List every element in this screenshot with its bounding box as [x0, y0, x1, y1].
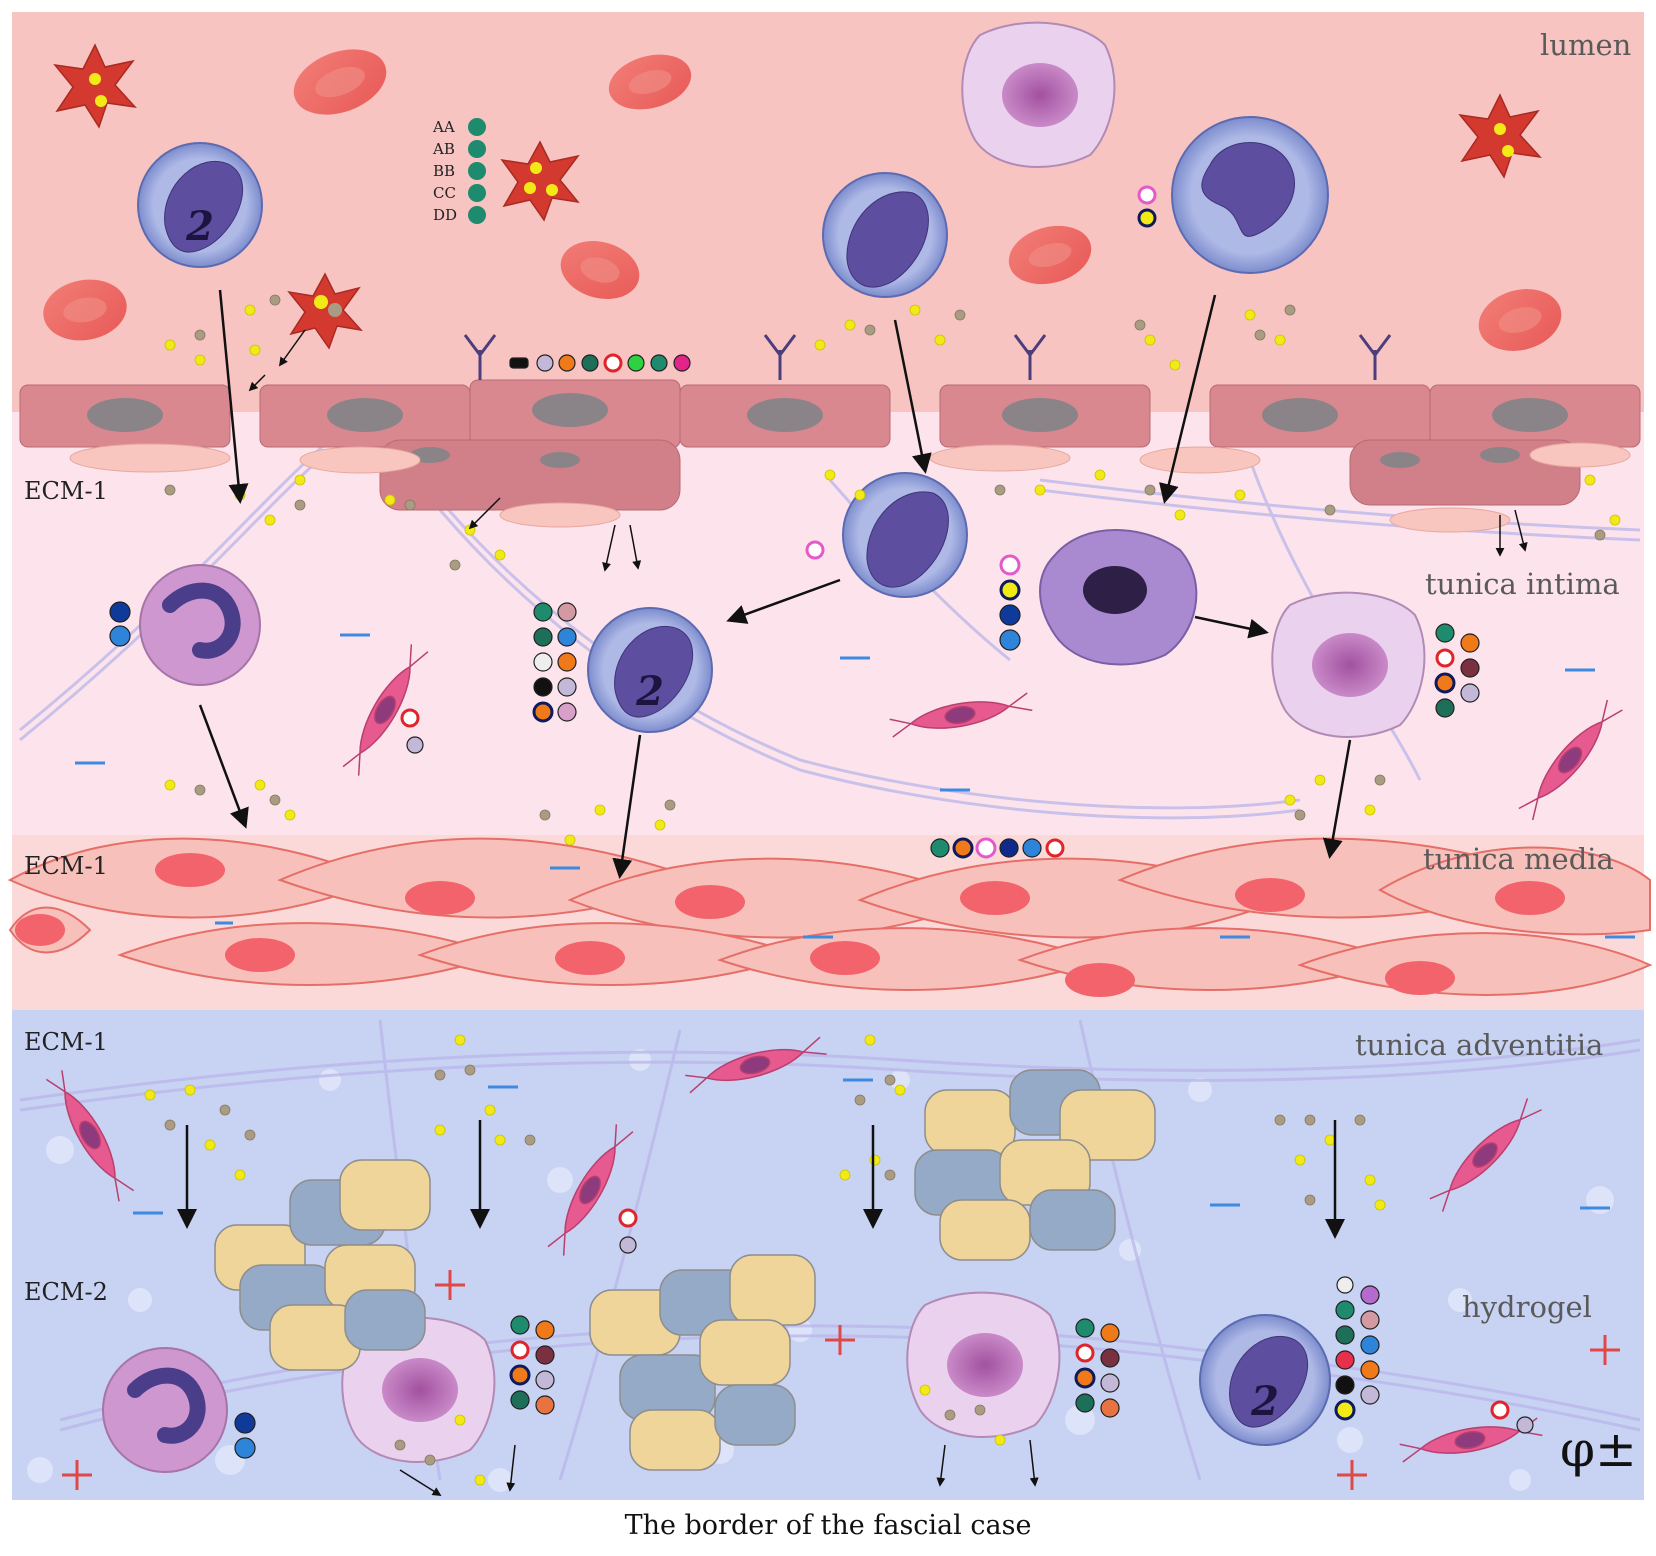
endothelial-cell — [1429, 384, 1641, 448]
fibroblast — [45, 1070, 135, 1202]
cluster-left — [214, 1159, 431, 1371]
platelets — [53, 43, 1542, 350]
macrophage — [961, 21, 1116, 168]
molecule-markers — [109, 185, 1534, 1459]
rbc — [1478, 289, 1562, 351]
rbc — [43, 279, 127, 341]
smooth-muscle-nuclei — [15, 853, 1565, 997]
hydrogel-bubbles — [27, 1049, 1614, 1492]
macrophages — [341, 21, 1426, 1463]
lymphocyte — [1171, 116, 1329, 274]
figure-caption: The border of the fascial case — [624, 1510, 1032, 1541]
lymphocytes — [137, 116, 1331, 1446]
marker-row-media — [930, 837, 1065, 859]
ecm-label-1a: ECM-1 — [24, 477, 108, 505]
lymphocyte — [1199, 1314, 1331, 1446]
migration-arrows — [177, 289, 1352, 1239]
fibroblasts — [45, 644, 1623, 1463]
layer-label-tunica-adventitia: tunica adventitia — [1355, 1028, 1604, 1062]
lymphocyte — [842, 472, 968, 598]
endothelial-cell — [679, 384, 891, 448]
legend-label-dd: DD — [433, 206, 458, 224]
endothelial-cell — [469, 379, 681, 449]
small-arrows — [248, 329, 1528, 1496]
legend-label-aa: AA — [433, 118, 455, 136]
rbc — [293, 49, 387, 115]
cluster-right — [914, 1069, 1156, 1261]
rbc — [560, 241, 640, 299]
macrophage — [906, 1291, 1061, 1438]
positive-charges — [62, 1270, 1620, 1490]
marker-row-top — [509, 353, 691, 373]
legend-label-cc: CC — [433, 184, 456, 202]
endothelial-cell — [259, 384, 471, 448]
fibroblast — [547, 1124, 634, 1256]
endothelial-layer — [19, 379, 1641, 533]
fibroblast — [685, 1036, 827, 1094]
fibroblast — [1518, 699, 1623, 821]
legend-dots — [468, 118, 486, 224]
cell-number-labels: 2 2 2 — [185, 203, 1279, 1425]
ecm-label-1c: ECM-1 — [24, 1028, 108, 1056]
lymphocyte — [822, 172, 948, 298]
fibroblast — [1399, 1417, 1543, 1463]
endothelial-cell — [1209, 384, 1431, 448]
legend-label-bb: BB — [433, 162, 456, 180]
macrophage — [1271, 591, 1426, 738]
platelet — [53, 43, 137, 129]
rbc — [1008, 225, 1092, 285]
lymphocyte — [137, 142, 263, 268]
ecm-label-2: ECM-2 — [24, 1278, 108, 1306]
smooth-muscle-cells — [7, 837, 1653, 996]
negative-charges — [75, 633, 1635, 1215]
lymphocyte — [587, 607, 713, 733]
cell-number: 2 — [1250, 1378, 1279, 1425]
cluster-center — [589, 1254, 816, 1471]
platelet — [287, 272, 363, 350]
rbc — [608, 54, 692, 110]
neutrophil — [139, 564, 261, 686]
phi-plus-minus-symbol: φ± — [1560, 1420, 1637, 1478]
red-blood-cells — [43, 49, 1562, 351]
legend-label-ab: AB — [433, 140, 455, 158]
neutrophils — [102, 564, 261, 1473]
fibroblast — [889, 692, 1033, 738]
platelet — [500, 140, 580, 222]
neutrophil — [102, 1347, 228, 1473]
fibroblast — [1429, 1098, 1542, 1212]
cell-number: 2 — [635, 668, 664, 715]
marker-column — [109, 185, 1534, 1459]
particles-brown — [164, 294, 1606, 1466]
ecm-label-1b: ECM-1 — [24, 852, 108, 880]
layer-label-tunica-media: tunica media — [1423, 842, 1614, 876]
macrophage — [341, 1316, 496, 1463]
cell-cluster — [214, 1069, 1156, 1471]
fibroblast — [342, 644, 429, 776]
endothelial-cell — [939, 384, 1151, 448]
monocyte-activated — [1039, 529, 1198, 666]
cell-number: 2 — [185, 203, 214, 250]
platelet — [1458, 93, 1542, 179]
layer-label-lumen: lumen — [1540, 28, 1632, 62]
layer-label-tunica-intima: tunica intima — [1425, 567, 1620, 601]
glycocalyx-receptors — [463, 334, 1392, 380]
endothelial-cell — [19, 384, 231, 448]
layer-label-hydrogel: hydrogel — [1462, 1290, 1592, 1324]
